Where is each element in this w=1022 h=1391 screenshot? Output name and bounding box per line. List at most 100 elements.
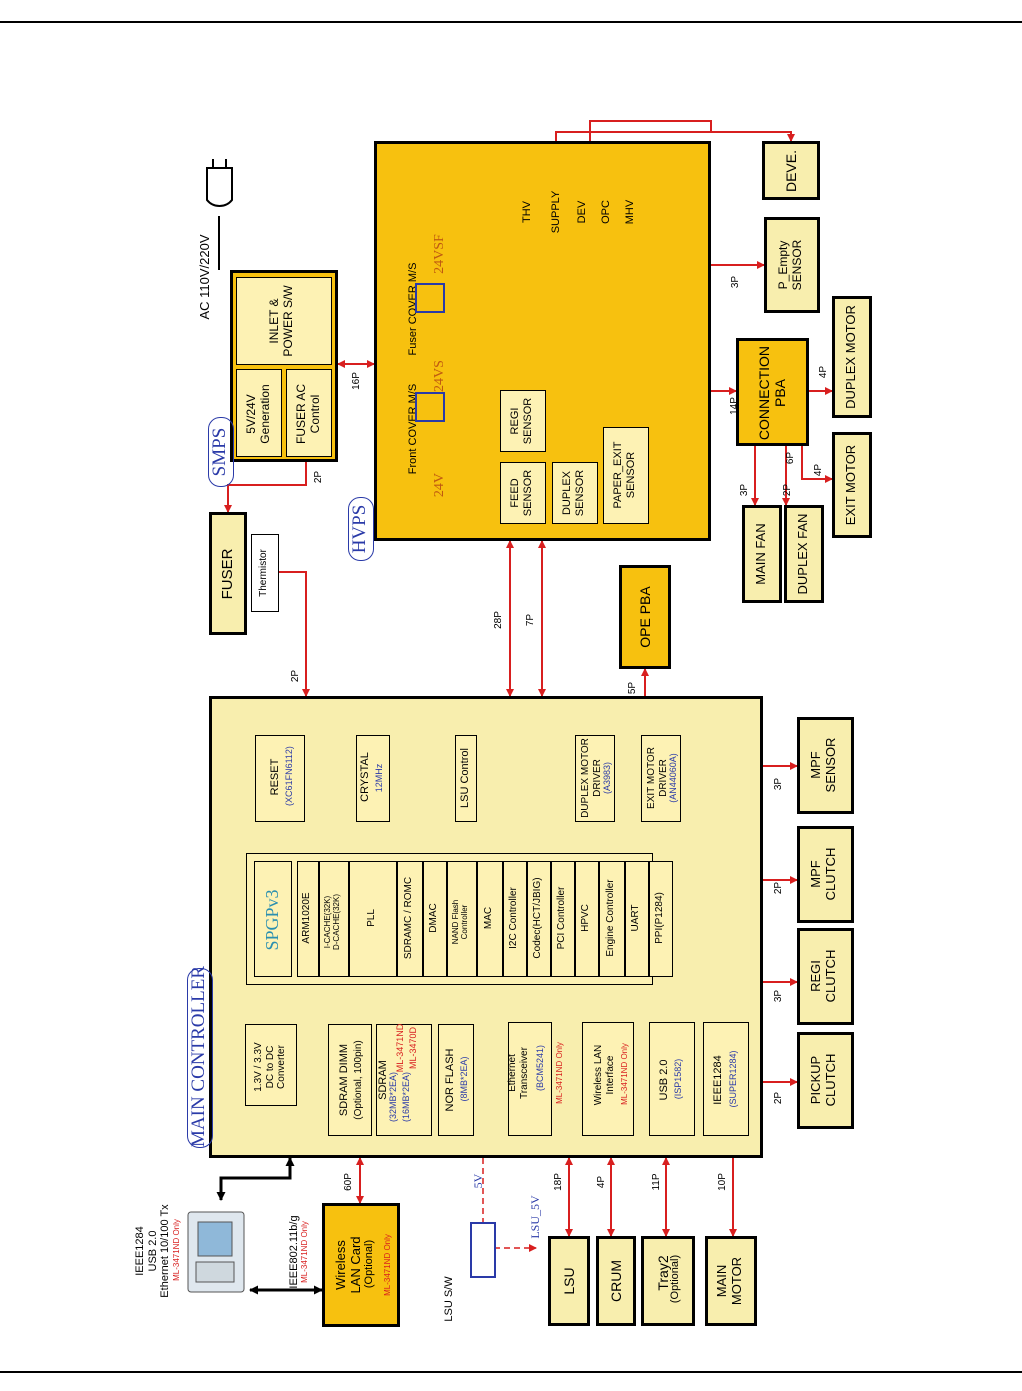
- pin-6p: 6P: [785, 451, 796, 465]
- main-motor-box: [705, 1236, 757, 1326]
- pin-60p: 60P: [343, 1173, 354, 1191]
- pin-3p-pempty: 3P: [730, 275, 741, 289]
- top-rule: [0, 21, 1022, 23]
- lsu-5v-label: LSU_5V: [528, 1195, 542, 1239]
- pin-7p: 7P: [525, 613, 536, 627]
- usb-box: [649, 1022, 695, 1136]
- dc-converter-box: [245, 1024, 297, 1106]
- deve-label: DEVE.: [783, 150, 799, 193]
- regi-sensor-box: [500, 390, 546, 452]
- mpf-sensor-label: MPF SENSOR: [808, 737, 838, 793]
- pc-printer-icon: [187, 1211, 245, 1293]
- soc-block-label: SDRAMC / ROMC: [403, 876, 414, 960]
- ieee1284-label: IEEE1284: [712, 1055, 724, 1105]
- duplex-driver-box: [575, 735, 615, 822]
- lsu-label: LSU: [561, 1267, 577, 1295]
- regi-clutch-label: REGI CLUTCH: [808, 949, 838, 1003]
- hvps-title: HVPS: [348, 497, 374, 561]
- lsu-control-label: LSU Control: [459, 748, 471, 808]
- pin-14p: 14P: [729, 397, 740, 415]
- soc-block-cell: [349, 861, 397, 977]
- pin-11p: 11P: [651, 1173, 662, 1191]
- duplex-fan-box: [784, 505, 824, 603]
- soc-block-cell: [599, 861, 625, 977]
- paper-exit-sensor-label: PAPER_EXIT SENSOR: [612, 441, 637, 509]
- ieee1284-box: [703, 1022, 749, 1136]
- soc-block-label: DMAC: [428, 903, 439, 933]
- spgpv3-title-box: [254, 861, 292, 977]
- lsu-box: [548, 1236, 590, 1326]
- ope-pba-label: OPE PBA: [637, 586, 653, 648]
- pc-interface-note: ML-3471ND Only: [172, 1219, 181, 1281]
- soc-block-cell: [297, 861, 319, 977]
- fuser-box: [209, 512, 247, 635]
- pin-4p-exit-motor: 4P: [813, 463, 824, 477]
- p-empty-sensor-box: [764, 217, 820, 313]
- dc-converter-label: 1.3V / 3.3V DC to DC Converter: [253, 1042, 287, 1092]
- soc-block-cell: [551, 861, 575, 977]
- ethernet-label: Ethernet Transceiver: [507, 1047, 530, 1099]
- paper-exit-sensor-box: [603, 427, 649, 524]
- crum-label: CRUM: [608, 1260, 624, 1302]
- main-fan-label: MAIN FAN: [753, 523, 768, 585]
- wlan-interface-note: ML-3471ND Only: [620, 1043, 629, 1105]
- soc-block-cell: [447, 861, 477, 977]
- sdram-dimm-label: SDRAM DIMM: [338, 1043, 350, 1117]
- soc-block-label: I2C Controller: [508, 887, 519, 949]
- connection-pba-label: CONNECTION PBA: [756, 345, 789, 441]
- duplex-sensor-label: DUPLEX SENSOR: [561, 469, 586, 517]
- duplex-sensor-box: [552, 462, 598, 524]
- duplex-motor-box: [832, 296, 872, 418]
- crystal-freq: 12MHz: [374, 763, 384, 793]
- sdram-dimm-sub: (Optional, 100pin): [353, 1040, 364, 1120]
- wlan-card-note: ML-3471ND Only: [383, 1234, 392, 1296]
- nor-flash-label: NOR FLASH: [444, 1048, 456, 1112]
- smps-generation-box: [236, 369, 282, 457]
- soc-block-cell: [625, 861, 649, 977]
- soc-block-cell: [423, 861, 447, 977]
- hvps-out-thv: THV: [521, 201, 533, 223]
- feed-sensor-box: [500, 462, 546, 524]
- wlan-card-optional: (Optional): [363, 1239, 375, 1289]
- ethernet-part: (BCM5241): [535, 1045, 545, 1092]
- fuser-label: FUSER: [219, 548, 236, 600]
- pin-3p-mpf-sensor: 3P: [773, 777, 784, 791]
- pin-4p-duplex-motor: 4P: [818, 365, 829, 379]
- hvps-out-supply: SUPPLY: [550, 190, 562, 234]
- hvps-out-mhv: MHV: [624, 199, 636, 225]
- thermistor-label: Thermistor: [258, 549, 269, 597]
- pin-3p-regi-clutch: 3P: [773, 989, 784, 1003]
- smps-inlet-label: INLET & POWER S/W: [267, 285, 295, 357]
- exit-driver-label: EXIT MOTOR DRIVER: [646, 747, 669, 809]
- p-empty-sensor-label: P_Empty SENSOR: [776, 239, 804, 291]
- nor-flash-sub: (8MB*2EA): [459, 1056, 469, 1102]
- crystal-label: CRYSTAL: [359, 752, 371, 802]
- lsu-sw-label: LSU S/W: [443, 1276, 455, 1322]
- mpf-clutch-label: MPF CLUTCH: [808, 847, 838, 901]
- hvps-out-dev: DEV: [576, 200, 588, 224]
- pc-interface-label: IEEE1284 USB 2.0 Ethernet 10/100 Tx: [134, 1204, 172, 1298]
- pin-28p: 28P: [493, 611, 504, 629]
- regi-sensor-label: REGI SENSOR: [509, 397, 534, 445]
- duplex-fan-label: DUPLEX FAN: [795, 513, 810, 595]
- v24vsf-label: 24VSF: [432, 234, 447, 274]
- exit-motor-box: [832, 432, 872, 538]
- soc-block-label: Codec(HCT/JBIG): [532, 877, 543, 959]
- soc-block-cell: [527, 861, 551, 977]
- soc-block-cell: [649, 861, 673, 977]
- smps-fuser-ac-label: FUSER AC Control: [294, 384, 322, 445]
- tray2-optional: (Optional): [669, 1254, 681, 1304]
- power-plug-icon: [206, 159, 233, 270]
- ieee1284-part: (SUPER1284): [728, 1050, 738, 1108]
- pickup-clutch-label: PICKUP CLUTCH: [808, 1053, 838, 1107]
- duplex-driver-part: (A3983): [602, 761, 612, 795]
- pin-4p-crum: 4P: [596, 1175, 607, 1189]
- main-controller-title: MAIN CONTROLLER: [187, 966, 213, 1148]
- ope-pba-box: [619, 565, 671, 669]
- sdram-box: [376, 1024, 432, 1136]
- soc-block-label: I-CACHE(32K) D-CACHE(32K): [323, 894, 342, 951]
- ethernet-note: ML-3471ND Only: [555, 1042, 564, 1104]
- soc-block-cell: [397, 861, 423, 977]
- reset-box: [255, 735, 305, 822]
